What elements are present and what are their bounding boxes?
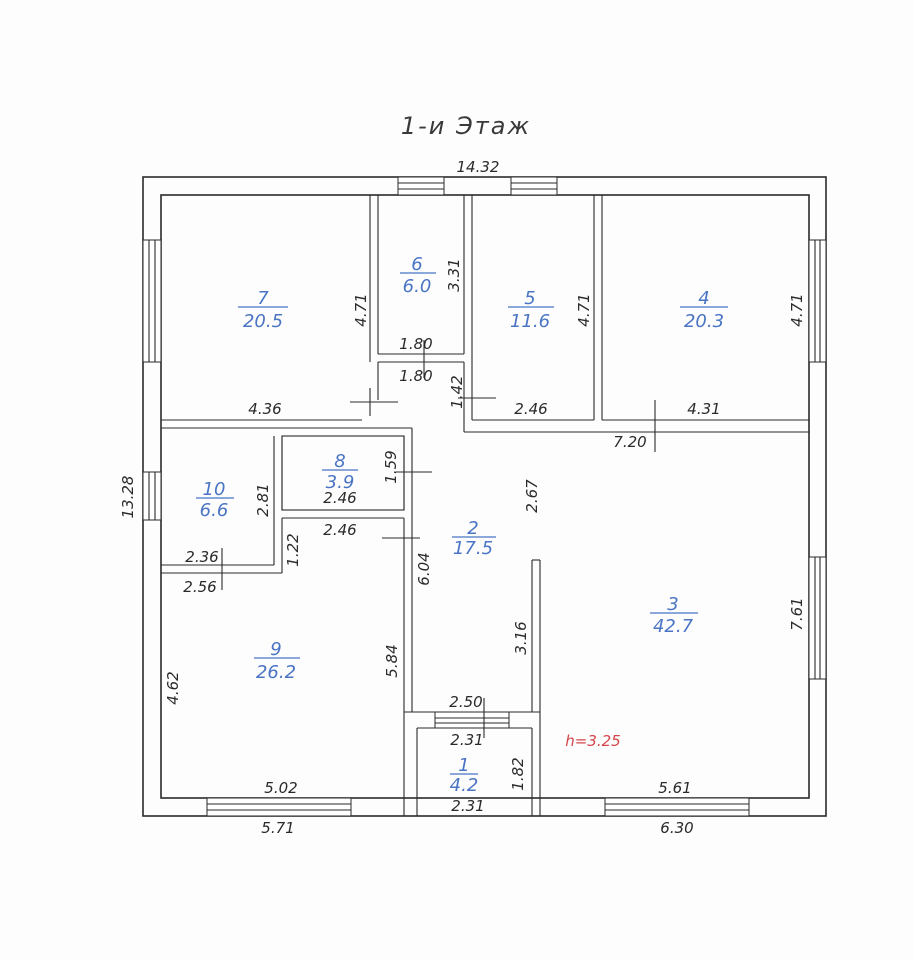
room-label-9: 9 26.2 — [254, 639, 300, 683]
dim-top-total: 14.32 — [457, 158, 500, 176]
dim-r9-right: 5.84 — [383, 644, 401, 677]
room-label-8: 8 3.9 — [322, 451, 358, 493]
vertical-dimensions: 13.28 4.71 3.31 4.71 4.71 1.42 1.59 2.81… — [119, 258, 806, 790]
dim-r4-width: 4.31 — [687, 400, 720, 418]
dim-r2-lower: 6.04 — [415, 552, 433, 585]
room-label-3: 3 42.7 — [650, 594, 698, 637]
room-label-5: 5 11.6 — [508, 288, 554, 332]
svg-text:3: 3 — [667, 594, 678, 615]
svg-text:3.9: 3.9 — [326, 472, 355, 493]
dim-r4-height: 4.71 — [788, 293, 806, 326]
dim-r10-height: 2.81 — [254, 483, 272, 516]
floor-title: 1-и Этаж — [401, 112, 531, 140]
svg-text:17.5: 17.5 — [453, 538, 493, 559]
entrance-door-top — [434, 711, 510, 729]
room-label-10: 10 6.6 — [196, 479, 234, 521]
svg-text:20.3: 20.3 — [684, 311, 724, 332]
dim-r1-top-outer: 2.50 — [449, 693, 482, 711]
room-label-2: 2 17.5 — [452, 518, 496, 559]
window-left-2 — [142, 471, 162, 521]
svg-text:5: 5 — [524, 288, 535, 309]
dim-r6-width-b: 1.80 — [399, 367, 432, 385]
window-right-2 — [808, 556, 827, 680]
dim-r3-bottom: 5.61 — [658, 779, 691, 797]
dim-left-total: 13.28 — [119, 476, 137, 519]
svg-text:8: 8 — [334, 451, 345, 472]
room-labels: 1 4.2 2 17.5 3 42.7 4 20.3 5 11.6 6 6.0 — [196, 254, 728, 796]
dim-r1-bottom: 2.31 — [451, 797, 484, 815]
dim-r6-height: 3.31 — [445, 258, 463, 291]
dim-r7-width: 4.36 — [248, 400, 281, 418]
window-bottom-2 — [604, 797, 750, 817]
dim-r9-gap: 1.22 — [284, 533, 302, 566]
dim-r8-width-b: 2.46 — [323, 521, 356, 539]
window-bottom-1 — [206, 797, 352, 817]
window-top-1 — [397, 176, 445, 196]
svg-text:4.2: 4.2 — [450, 775, 479, 796]
dim-bottom-left: 5.71 — [261, 819, 294, 837]
dim-r5-height: 4.71 — [575, 293, 593, 326]
dim-r6-width-a: 1.80 — [399, 335, 432, 353]
dim-r7-height: 4.71 — [352, 293, 370, 326]
dim-r8-height: 1.59 — [382, 450, 400, 483]
svg-text:26.2: 26.2 — [256, 662, 296, 683]
dim-r9-bottom: 5.02 — [264, 779, 297, 797]
window-top-2 — [510, 176, 558, 196]
window-right-1 — [808, 239, 827, 363]
svg-text:1: 1 — [458, 755, 469, 776]
dim-bottom-right: 6.30 — [660, 819, 693, 837]
interior-walls — [161, 195, 809, 816]
svg-text:10: 10 — [203, 479, 226, 500]
svg-text:42.7: 42.7 — [653, 616, 694, 637]
dim-r1-top: 2.31 — [450, 731, 483, 749]
svg-text:9: 9 — [270, 639, 281, 660]
horizontal-dimensions: 14.32 1.80 1.80 4.36 2.46 4.31 7.20 2.46… — [183, 158, 720, 837]
dim-r3-right: 7.61 — [788, 597, 806, 630]
svg-text:2: 2 — [467, 518, 478, 539]
dim-r10-width-b: 2.56 — [183, 578, 216, 596]
dim-r8-width-a: 2.46 — [323, 489, 356, 507]
dim-r1-height: 1.82 — [509, 757, 527, 790]
room-label-6: 6 6.0 — [400, 254, 436, 297]
svg-text:4: 4 — [698, 288, 709, 309]
dim-corridor-height: 1.42 — [448, 375, 466, 408]
room-label-7: 7 20.5 — [238, 288, 288, 332]
svg-text:20.5: 20.5 — [243, 311, 283, 332]
svg-text:11.6: 11.6 — [510, 311, 550, 332]
ceiling-height-label: h=3.25 — [565, 732, 620, 750]
dim-r3-top: 7.20 — [613, 433, 646, 451]
room-label-1: 1 4.2 — [450, 755, 479, 796]
window-left-1 — [142, 239, 162, 363]
dim-r5-width: 2.46 — [514, 400, 547, 418]
svg-text:6: 6 — [411, 254, 422, 275]
dim-r10-width-a: 2.36 — [185, 548, 218, 566]
svg-text:6.0: 6.0 — [403, 276, 432, 297]
dim-r9-left: 4.62 — [164, 671, 182, 704]
svg-text:7: 7 — [257, 288, 269, 309]
svg-text:6.6: 6.6 — [200, 500, 229, 521]
dim-r2-upper: 2.67 — [523, 479, 541, 513]
dim-r2-partition: 3.16 — [512, 621, 530, 654]
windows — [142, 176, 827, 817]
room-label-4: 4 20.3 — [680, 288, 728, 332]
